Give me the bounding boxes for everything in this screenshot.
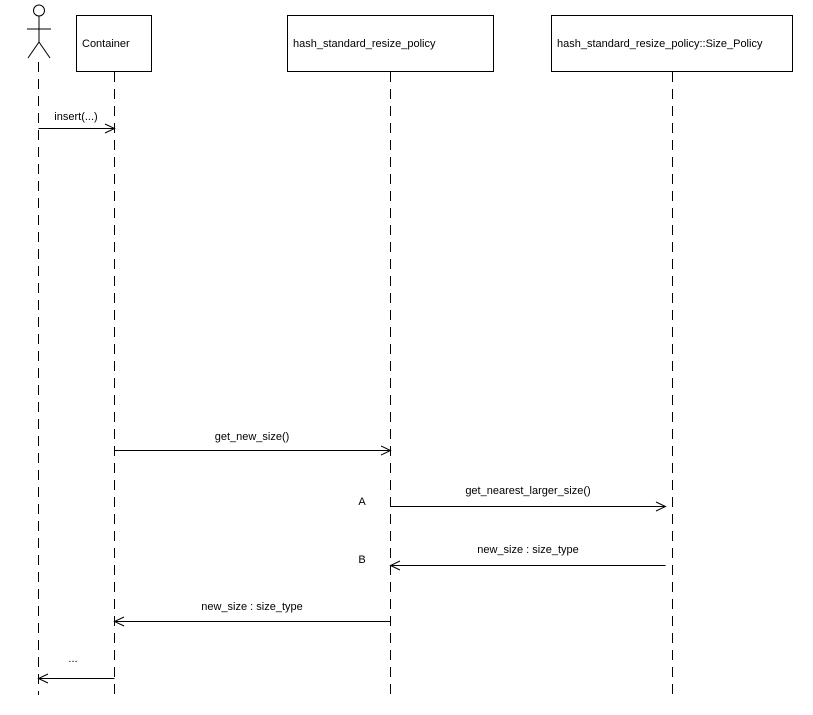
actor-head — [33, 4, 45, 17]
object-label-size-policy: hash_standard_resize_policy::Size_Policy — [557, 37, 763, 50]
message-label-return-to-actor: ... — [68, 653, 78, 665]
actor-leg-left — [27, 41, 40, 59]
message-label-return-new-size-to-policy: new_size : size_type — [477, 544, 579, 556]
message-label-return-new-size-to-container: new_size : size_type — [201, 601, 303, 613]
object-box-size-policy: hash_standard_resize_policy::Size_Policy — [551, 15, 793, 72]
actor-leg-right — [38, 41, 51, 59]
object-box-resize-policy: hash_standard_resize_policy — [287, 15, 494, 72]
sequence-marker-b: B — [358, 554, 366, 566]
message-label-insert: insert(...) — [54, 111, 98, 123]
object-label-container: Container — [82, 37, 130, 50]
object-box-container: Container — [76, 15, 152, 72]
message-label-get-new-size: get_new_size() — [214, 431, 290, 443]
object-label-resize-policy: hash_standard_resize_policy — [293, 37, 436, 50]
message-label-get-nearest-larger-size: get_nearest_larger_size() — [465, 485, 591, 497]
sequence-marker-a: A — [358, 496, 366, 508]
actor-icon — [27, 4, 51, 59]
